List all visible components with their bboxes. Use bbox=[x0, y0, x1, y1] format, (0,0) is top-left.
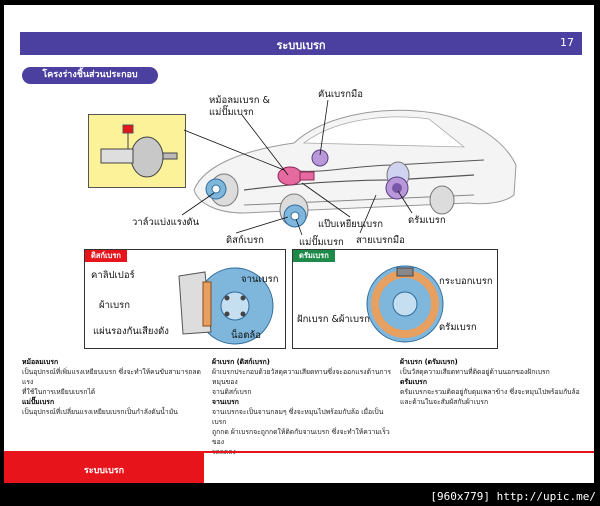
label-wheel-cylinder: แม่ปั๊มเบรก bbox=[299, 237, 344, 248]
label-drum2: ดรัมเบรก bbox=[439, 322, 477, 333]
drum-brake-tag: ดรัมเบรก bbox=[293, 250, 335, 262]
manual-page: ระบบเบรก 17 โครงร่างชิ้นส่วนประกอบ bbox=[4, 5, 594, 483]
footer-rule bbox=[204, 451, 594, 453]
page-title: ระบบเบรก bbox=[276, 39, 326, 52]
label-brake-line: แป๊บเหยียบเบรก bbox=[318, 219, 383, 230]
page-header: ระบบเบรก 17 bbox=[20, 32, 582, 55]
drum-brake-rear-right-icon bbox=[385, 176, 409, 200]
description-col-1: หม้อลมเบรก เป็นอุปกรณ์ที่เพิ่มแรงเหยียบเ… bbox=[22, 358, 201, 416]
label-hand-brake-cable: สายเบรกมือ bbox=[356, 235, 405, 246]
drum-brake-rear-left-icon bbox=[311, 149, 329, 167]
disc-brake-tag: ดิสก์เบรก bbox=[85, 250, 127, 262]
section-title: โครงร่างชิ้นส่วนประกอบ bbox=[22, 67, 158, 84]
footer-bar: ระบบเบรก bbox=[4, 451, 204, 483]
label-disc: จานเบรก bbox=[241, 274, 279, 285]
label-master-booster: หม้อลมเบรก & bbox=[209, 95, 270, 106]
master-cylinder-icon bbox=[277, 166, 315, 186]
label-hand-brake-lever: คันเบรกมือ bbox=[318, 89, 363, 100]
footer-label: ระบบเบรก bbox=[83, 466, 125, 476]
booster-inset bbox=[88, 114, 186, 188]
label-valve: วาล์วแบ่งแรงดัน bbox=[132, 217, 200, 228]
label-hub-nut: น็อตล้อ bbox=[231, 330, 261, 341]
description-col-3: ผ้าเบรก (ดรัมเบรก) เป็นวัสดุความเสียดทาน… bbox=[400, 358, 580, 406]
description-col-2: ผ้าเบรก (ดิสก์เบรก) ผ้าเบรกประกอบด้วยวัส… bbox=[212, 358, 392, 456]
label-master-booster-2: แม่ปั๊มเบรก bbox=[209, 107, 254, 118]
label-shoe: ฝักเบรก &ผ้าเบรก bbox=[297, 314, 370, 325]
leader-lines bbox=[181, 99, 413, 236]
page-number: 17 bbox=[560, 36, 574, 49]
label-anti-squeal: แผ่นรองกันเสียงดัง bbox=[93, 326, 169, 337]
disc-brake-front-left-icon bbox=[205, 178, 227, 200]
label-pad: ผ้าเบรก bbox=[99, 300, 131, 311]
label-drum: กระบอกเบรก bbox=[439, 276, 493, 287]
booster-icon bbox=[100, 124, 178, 178]
disc-brake-box: ดิสก์เบรก คาลิปเปอร์ ผ้าเบรก แผ่นรองกันเ… bbox=[84, 249, 286, 349]
car-illustration bbox=[193, 109, 517, 227]
drum-brake-drawing bbox=[366, 265, 444, 343]
disc-brake-front-right-icon bbox=[283, 204, 307, 228]
drum-brake-box: ดรัมเบรก กระบอกเบรก ฝักเบรก &ผ้าเบรก ดรั… bbox=[292, 249, 498, 349]
label-drum-brake: ดรัมเบรก bbox=[408, 215, 446, 226]
watermark: [960x779] http://upic.me/ bbox=[430, 490, 596, 503]
disc-brake-drawing bbox=[178, 267, 274, 345]
label-disc-brake: ดิสก์เบรก bbox=[226, 235, 264, 246]
label-caliper: คาลิปเปอร์ bbox=[91, 270, 135, 281]
